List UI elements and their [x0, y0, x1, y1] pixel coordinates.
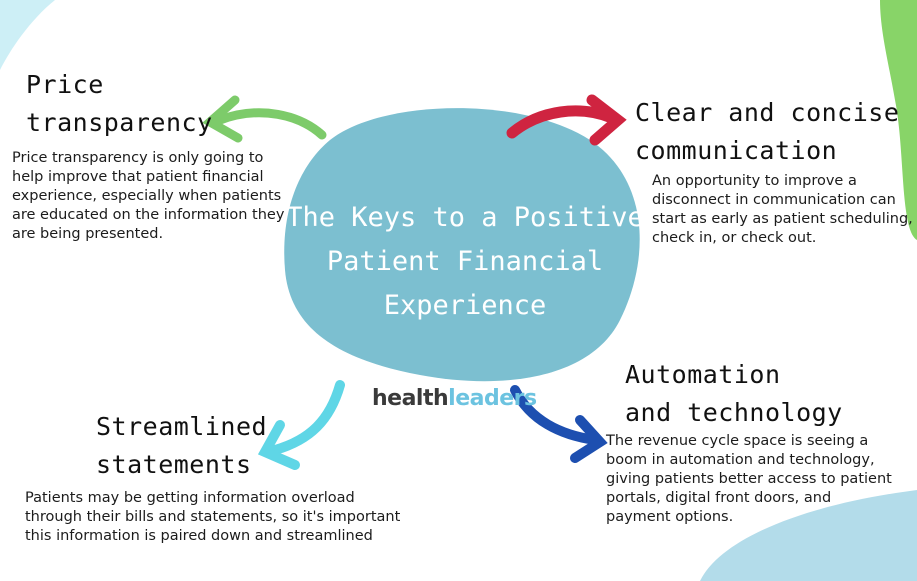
communication-heading: Clear and concise communication	[635, 94, 899, 170]
body-line: are educated on the information they	[12, 207, 285, 223]
heading-line: statements	[96, 450, 252, 479]
body-line: start as early as patient scheduling,	[652, 211, 913, 227]
logo-part2: leaders	[448, 386, 537, 411]
body-line: payment options.	[606, 509, 734, 525]
arrow-blue-icon	[510, 385, 608, 463]
heading-line: communication	[635, 136, 838, 165]
heading-line: and technology	[625, 398, 843, 427]
body-line: Patients may be getting information over…	[25, 490, 355, 506]
arrow-green-icon	[202, 95, 327, 143]
top-left-blob	[0, 0, 55, 70]
body-line: this information is paired down and stre…	[25, 528, 373, 544]
body-line: An opportunity to improve a	[652, 173, 857, 189]
automation-heading: Automation and technology	[625, 356, 843, 432]
body-line: disconnect in communication can	[652, 192, 896, 208]
body-line: Price transparency is only going to	[12, 150, 264, 166]
bottom-right-blob	[700, 490, 917, 581]
title-line: The Keys to a Positive	[286, 202, 644, 233]
healthleaders-logo: healthleaders	[372, 386, 537, 411]
body-line: giving patients better access to patient	[606, 471, 892, 487]
heading-line: Streamlined	[96, 412, 268, 441]
heading-line: Clear and concise	[635, 98, 900, 127]
body-line: check in, or check out.	[652, 230, 817, 246]
arrow-red-icon	[506, 94, 627, 146]
heading-line: transparency	[26, 108, 213, 137]
body-line: boom in automation and technology,	[606, 452, 875, 468]
logo-part1: health	[372, 386, 449, 411]
center-blob	[284, 108, 640, 382]
arrow-cyan-icon	[257, 380, 345, 470]
body-line: The revenue cycle space is seeing a	[606, 433, 869, 449]
body-line: help improve that patient financial	[12, 169, 264, 185]
heading-line: Automation	[625, 360, 781, 389]
automation-body: The revenue cycle space is seeing a boom…	[606, 432, 892, 527]
price-body: Price transparency is only going to help…	[12, 149, 284, 244]
right-edge-green-shape	[880, 0, 917, 240]
body-line: portals, digital front doors, and	[606, 490, 832, 506]
communication-body: An opportunity to improve a disconnect i…	[652, 172, 913, 248]
main-title: The Keys to a Positive Patient Financial…	[285, 196, 645, 328]
title-line: Patient Financial	[326, 246, 604, 277]
title-line: Experience	[383, 290, 547, 321]
body-line: are being presented.	[12, 226, 164, 242]
body-line: through their bills and statements, so i…	[25, 509, 401, 525]
statements-heading: Streamlined statements	[96, 408, 267, 484]
body-line: experience, especially when patients	[12, 188, 282, 204]
statements-body: Patients may be getting information over…	[25, 489, 400, 546]
price-heading: Price transparency	[26, 66, 213, 142]
heading-line: Price	[26, 70, 104, 99]
